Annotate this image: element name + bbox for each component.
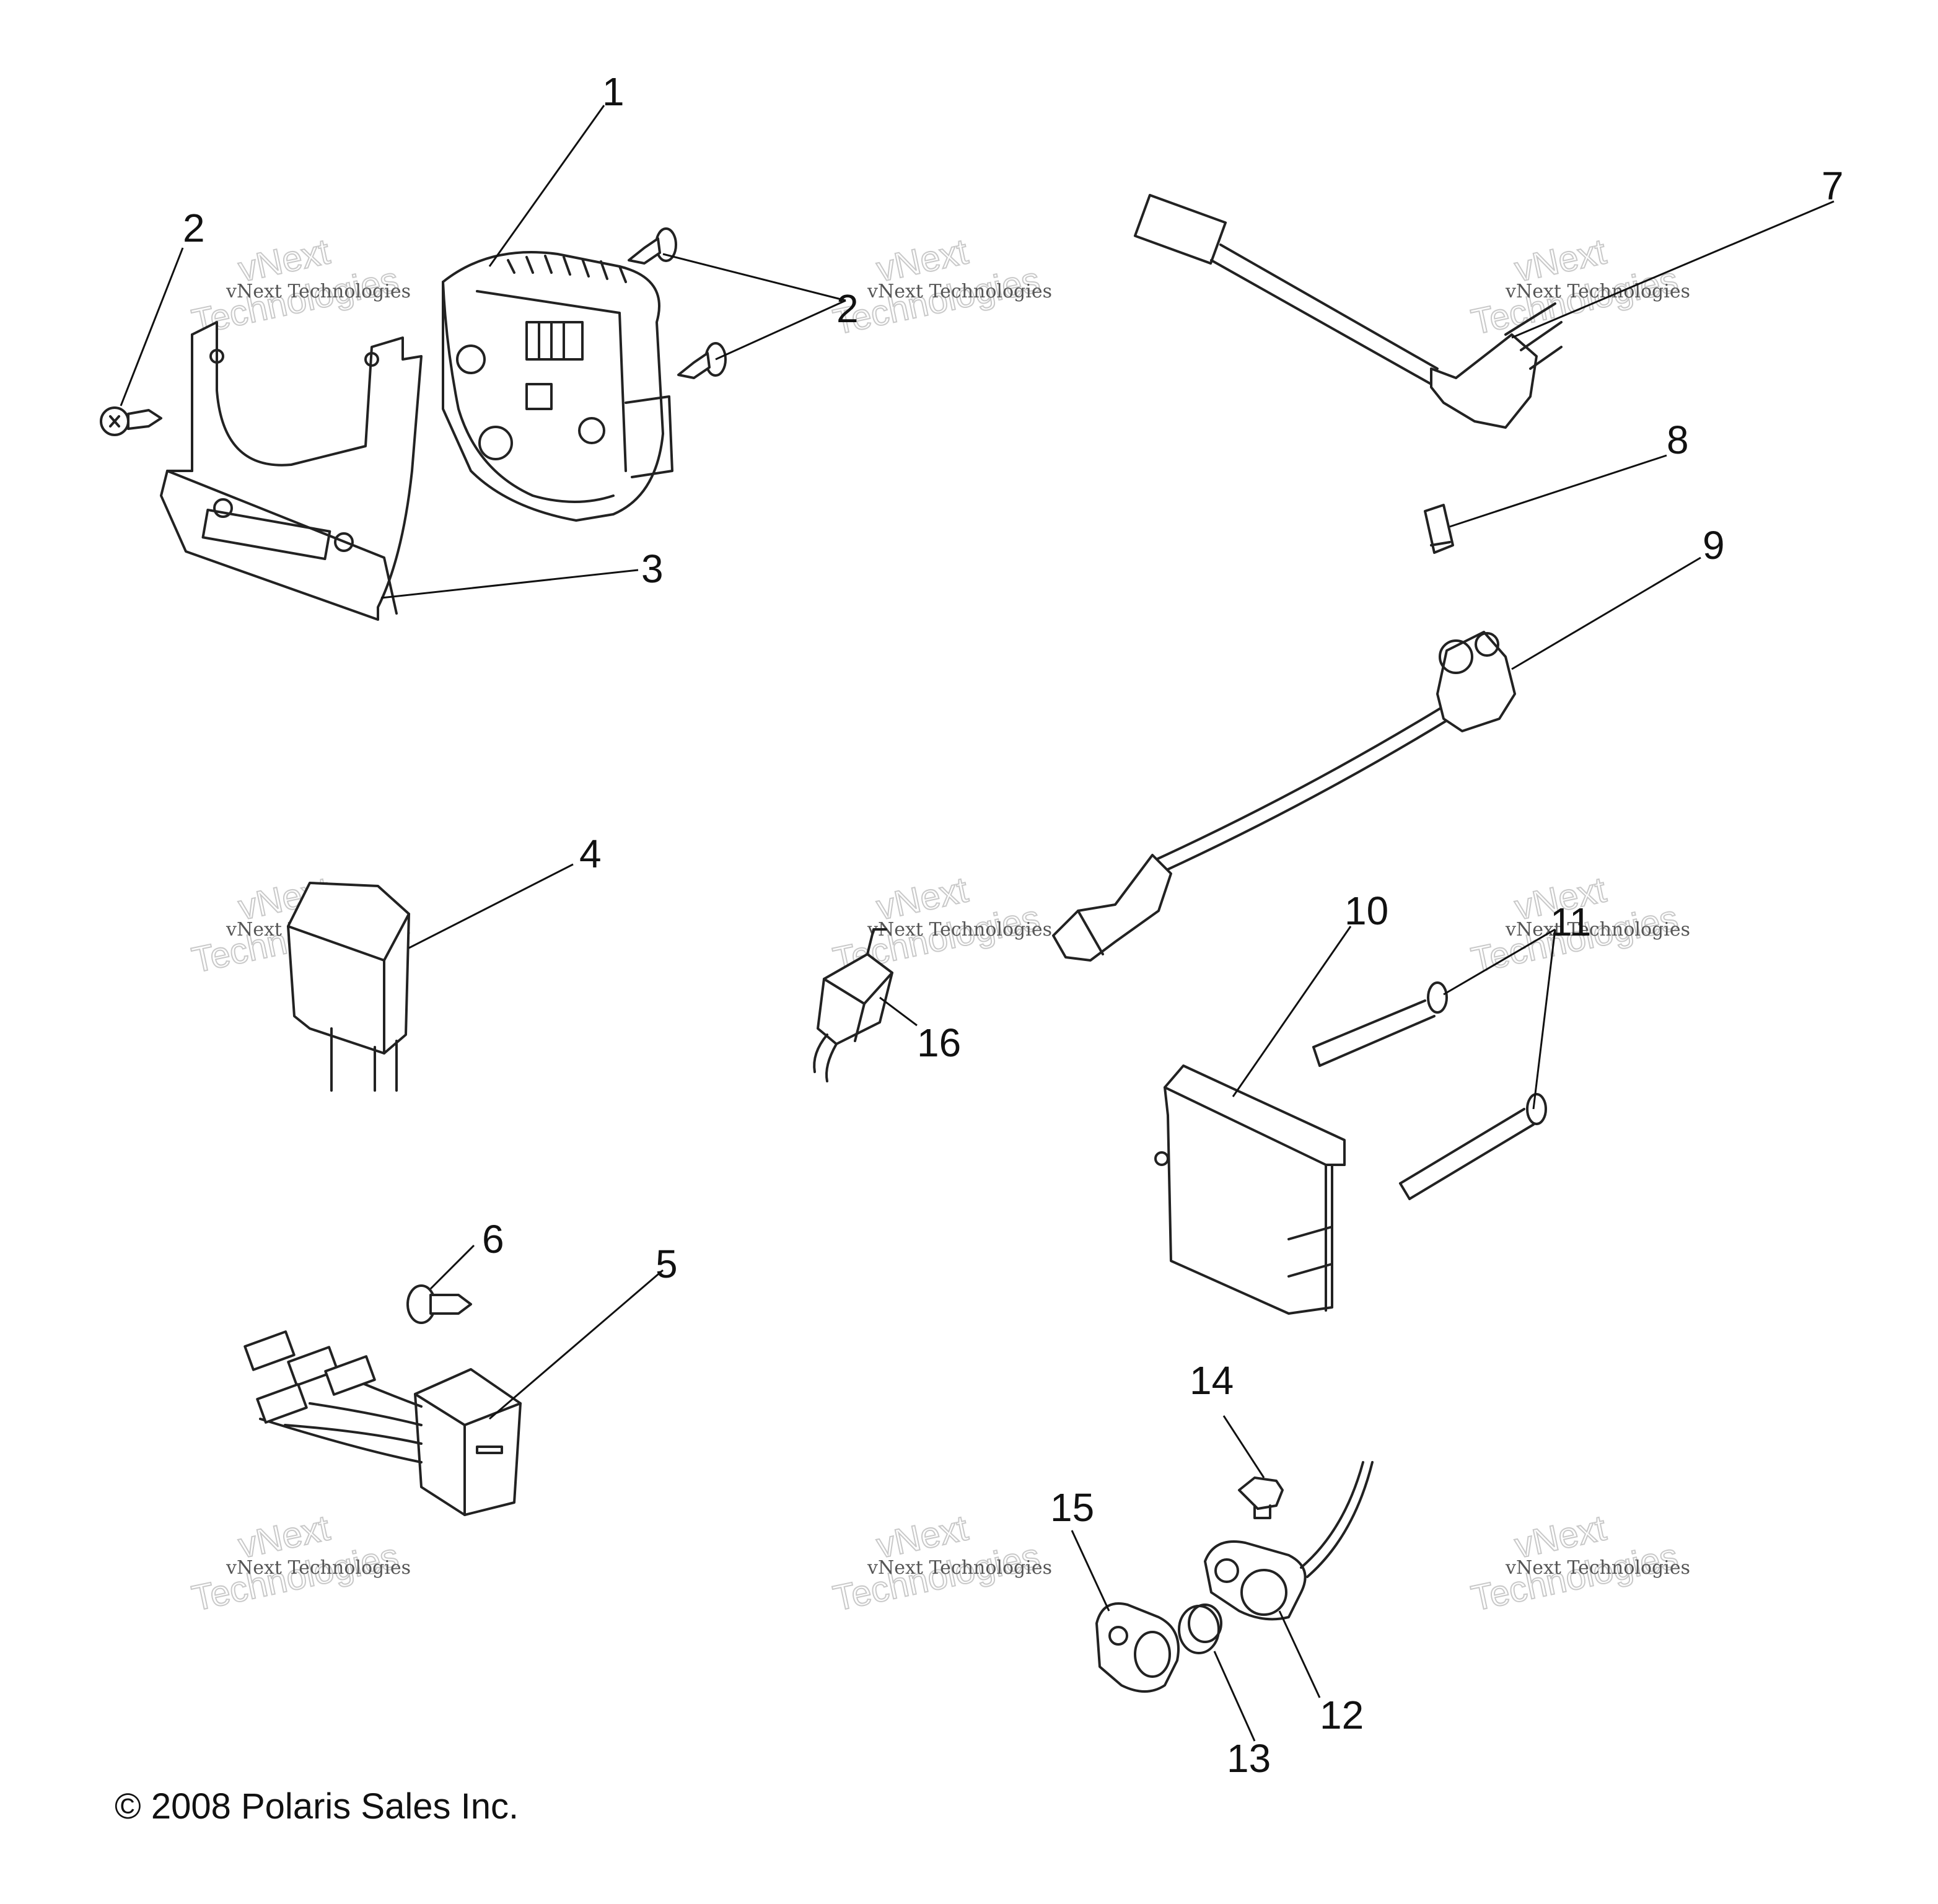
svg-text:vNext Technologies: vNext Technologies [867, 281, 1052, 302]
part-7-sensor [1133, 193, 1563, 429]
watermark-top-center: vNext Technologies vNext Technologies [829, 230, 1052, 343]
callout-16: 16 [917, 1020, 961, 1065]
callout-8: 8 [1667, 418, 1689, 462]
part-5-connector-block [414, 1368, 522, 1516]
callout-12: 12 [1320, 1693, 1364, 1737]
copyright-notice: © 2008 Polaris Sales Inc. [115, 1786, 519, 1827]
callout-numbers: 1 2 2 3 4 5 6 7 8 9 10 11 12 13 14 15 16 [183, 69, 1844, 1781]
part-3-bracket [160, 321, 423, 621]
part-2-screw-lower [677, 342, 727, 379]
callout-14: 14 [1190, 1358, 1234, 1403]
part-11-pin-upper [1312, 981, 1448, 1067]
callout-11: 11 [1550, 900, 1591, 944]
part-16-switch [813, 928, 893, 1082]
part-9-sensor-cable [1052, 631, 1516, 962]
part-8-plug [1424, 504, 1454, 554]
part-12-sensor [1204, 1461, 1374, 1621]
watermark-bottom-right: vNext Technologies vNext Technologies [1467, 1507, 1690, 1619]
callout-2-left: 2 [183, 206, 205, 250]
svg-text:vNext Technologies: vNext Technologies [226, 281, 411, 302]
callout-9: 9 [1703, 523, 1725, 568]
callout-4: 4 [579, 831, 602, 876]
svg-text:vNext Technologies: vNext Technologies [867, 1557, 1052, 1579]
svg-text:vNext Technologies: vNext Technologies [1505, 1557, 1690, 1579]
part-14-bolt [1238, 1476, 1284, 1519]
part-2-screw-left [100, 406, 162, 436]
part-6-push-pin [406, 1284, 472, 1324]
watermark-top-right: vNext Technologies vNext Technologies [1467, 230, 1690, 343]
svg-text:vNext Technologies: vNext Technologies [1505, 281, 1690, 302]
callout-10: 10 [1344, 888, 1388, 933]
svg-text:vNext Technologies: vNext Technologies [226, 1557, 411, 1579]
watermark-bottom-left: vNext Technologies vNext Technologies [188, 1507, 411, 1619]
callout-13: 13 [1227, 1736, 1271, 1781]
watermark-top-left: vNext Technologies vNext Technologies [188, 230, 411, 343]
callout-5: 5 [656, 1242, 678, 1286]
part-10-control-box [1154, 1064, 1346, 1315]
svg-text:vNext Technologies: vNext Technologies [867, 919, 1052, 941]
callout-15: 15 [1050, 1485, 1094, 1530]
part-5-harness-wires [243, 1330, 423, 1463]
part-2-screw-upper [628, 227, 677, 265]
watermark-bottom-center: vNext Technologies vNext Technologies [829, 1507, 1052, 1619]
callout-1: 1 [602, 69, 625, 114]
callout-7: 7 [1822, 164, 1844, 208]
leader-lines [120, 105, 1835, 1742]
svg-text:vNext Technologies: vNext Technologies [1505, 919, 1690, 941]
callout-3: 3 [641, 546, 664, 591]
part-4-relay [287, 882, 410, 1092]
callout-6: 6 [482, 1217, 504, 1261]
part-1-module [442, 251, 673, 522]
part-13-grommet [1178, 1603, 1222, 1654]
part-11-pin-lower [1399, 1093, 1547, 1200]
callout-2-right: 2 [836, 286, 859, 331]
part-15-gasket [1095, 1602, 1180, 1693]
